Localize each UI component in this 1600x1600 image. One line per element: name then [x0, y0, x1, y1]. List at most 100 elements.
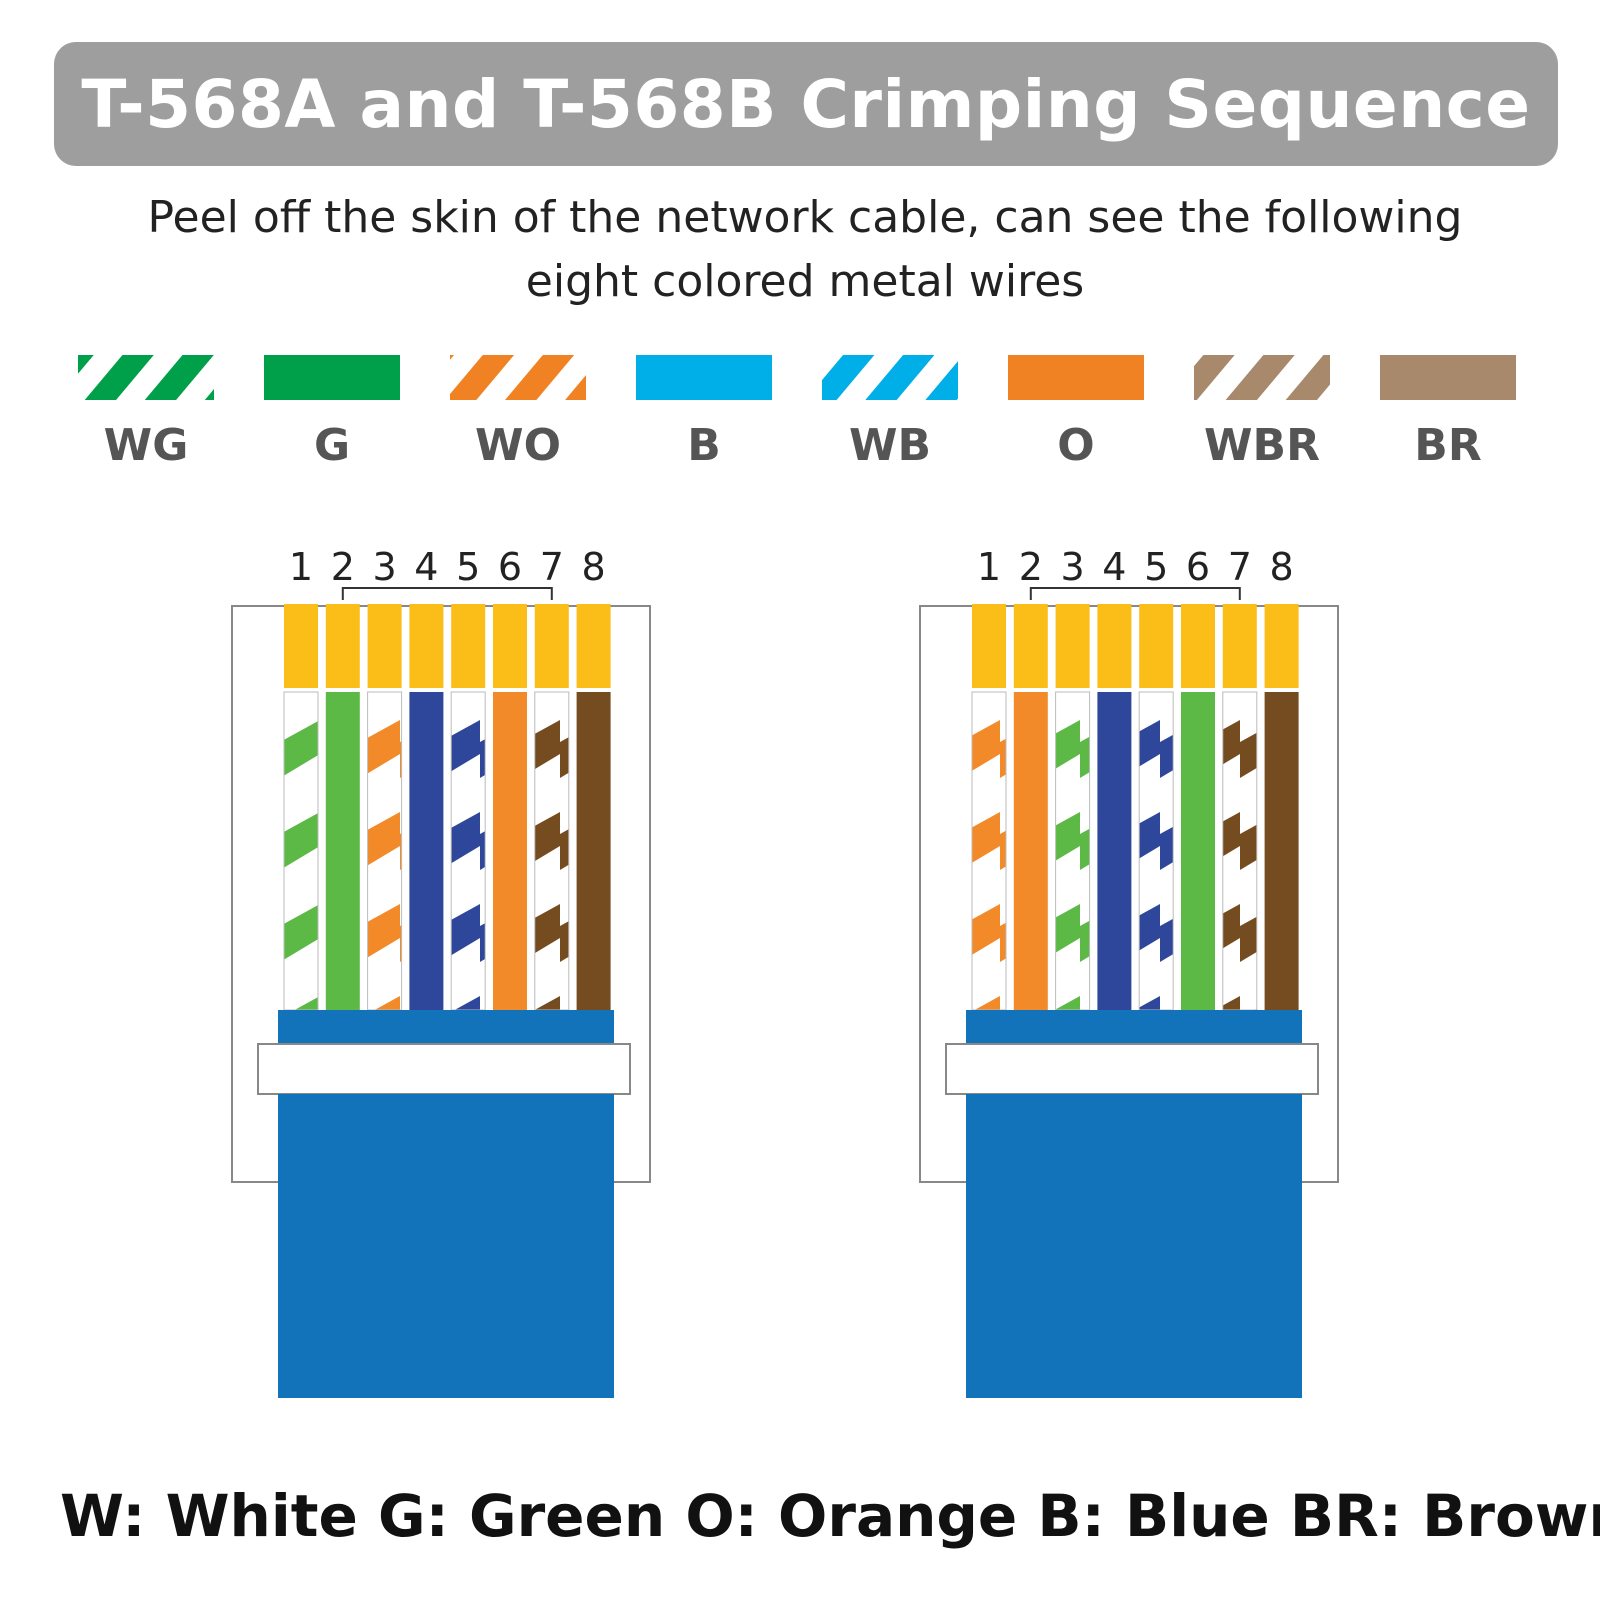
wire-b [409, 604, 444, 1010]
pin-number: 3 [373, 545, 397, 589]
legend-item-wbr: WBR [1194, 355, 1330, 471]
legend-swatch-solid [1380, 355, 1516, 400]
pin-number: 2 [331, 545, 355, 589]
legend-item-wg: WG [78, 355, 214, 471]
legend-swatch-solid [636, 355, 772, 400]
wire-insulation-solid [325, 692, 360, 1010]
wire-insulation-striped [283, 691, 319, 1011]
pin-number: 8 [582, 545, 606, 589]
cable-boot [966, 1094, 1302, 1398]
wire-insulation-striped [367, 691, 403, 1011]
legend-item-b: B [636, 355, 772, 471]
subtitle: Peel off the skin of the network cable, … [147, 192, 1463, 307]
wire-color-legend: WG G WO B WB O WBR BR [78, 355, 1516, 471]
gold-contact [1013, 604, 1048, 688]
wire-b [1097, 604, 1132, 1010]
legend-item-wo: WO [450, 355, 586, 471]
pin-number: 4 [414, 545, 438, 589]
wire-insulation-striped [1055, 691, 1091, 1011]
wire-o [493, 604, 527, 1010]
gold-contact [284, 604, 318, 688]
gold-contact [1055, 604, 1090, 688]
legend-label: WB [849, 420, 931, 471]
cable-jacket-top [966, 1010, 1302, 1046]
legend-label: B [687, 420, 721, 471]
legend-swatch-striped [822, 355, 958, 400]
pin-number: 7 [1228, 545, 1252, 589]
wire-insulation-solid [493, 692, 527, 1010]
pin-number: 1 [977, 545, 1001, 589]
wire-wo [971, 604, 1007, 1011]
wire-insulation-striped [534, 691, 570, 1011]
legend-item-g: G [264, 355, 400, 471]
legend-swatch-striped [450, 355, 586, 400]
gold-contact [534, 604, 569, 688]
legend-item-o: O [1008, 355, 1144, 471]
wire-insulation-solid [1013, 692, 1048, 1010]
cable-jacket-top [278, 1010, 614, 1046]
wire-wb [450, 604, 486, 1011]
pin-number: 3 [1061, 545, 1085, 589]
wire-wb [1138, 604, 1174, 1011]
wire-wg [1055, 604, 1091, 1011]
gold-contact [1222, 604, 1257, 688]
pin-bracket [1029, 587, 1241, 600]
gold-contact [409, 604, 444, 688]
legend-label: WBR [1204, 420, 1320, 471]
legend-label: G [314, 420, 350, 471]
wire-insulation-striped [450, 691, 486, 1011]
pin-number: 6 [498, 545, 522, 589]
legend-label: BR [1414, 420, 1481, 471]
legend-label: O [1057, 420, 1094, 471]
title-banner: T-568A and T-568B Crimping Sequence [54, 42, 1558, 166]
wire-insulation-striped [1222, 691, 1258, 1011]
legend-label: WO [475, 420, 561, 471]
legend-label: WG [104, 420, 189, 471]
wire-insulation-solid [1264, 692, 1299, 1010]
wire-insulation-solid [1181, 692, 1215, 1010]
wire-wg [283, 604, 319, 1011]
pin-number: 7 [540, 545, 564, 589]
wire-o [1013, 604, 1048, 1010]
wire-insulation-solid [409, 692, 444, 1010]
strain-relief-clamp [257, 1043, 631, 1095]
legend-item-wb: WB [822, 355, 958, 471]
pin-number: 8 [1270, 545, 1294, 589]
wire-insulation-solid [576, 692, 611, 1010]
wire-insulation-solid [1097, 692, 1132, 1010]
gold-contact [451, 604, 486, 688]
pin-number: 6 [1186, 545, 1210, 589]
pin-number: 5 [1144, 545, 1168, 589]
gold-contact [576, 604, 611, 688]
pin-number: 4 [1102, 545, 1126, 589]
wire-wbr [534, 604, 570, 1011]
wire-br [1264, 604, 1299, 1010]
pin-number: 1 [289, 545, 313, 589]
gold-contact [1264, 604, 1299, 688]
legend-swatch-solid [1008, 355, 1144, 400]
gold-contact [1139, 604, 1174, 688]
gold-contact [1181, 604, 1215, 688]
legend-swatch-solid [264, 355, 400, 400]
gold-contact [1097, 604, 1132, 688]
wire-wbr [1222, 604, 1258, 1011]
gold-contact [367, 604, 402, 688]
wire-insulation-striped [971, 691, 1007, 1011]
wire-g [325, 604, 360, 1010]
page-title: T-568A and T-568B Crimping Sequence [81, 65, 1531, 143]
legend-swatch-striped [1194, 355, 1330, 400]
wire-wo [367, 604, 403, 1011]
wire-br [576, 604, 611, 1010]
cable-boot [278, 1094, 614, 1398]
gold-contact [493, 604, 527, 688]
pin-number: 5 [456, 545, 480, 589]
pin-number: 2 [1019, 545, 1043, 589]
color-key-note: W: White G: Green O: Orange B: Blue BR: … [60, 1482, 1600, 1550]
strain-relief-clamp [945, 1043, 1319, 1095]
wire-g [1181, 604, 1215, 1010]
wire-insulation-striped [1138, 691, 1174, 1011]
gold-contact [972, 604, 1006, 688]
